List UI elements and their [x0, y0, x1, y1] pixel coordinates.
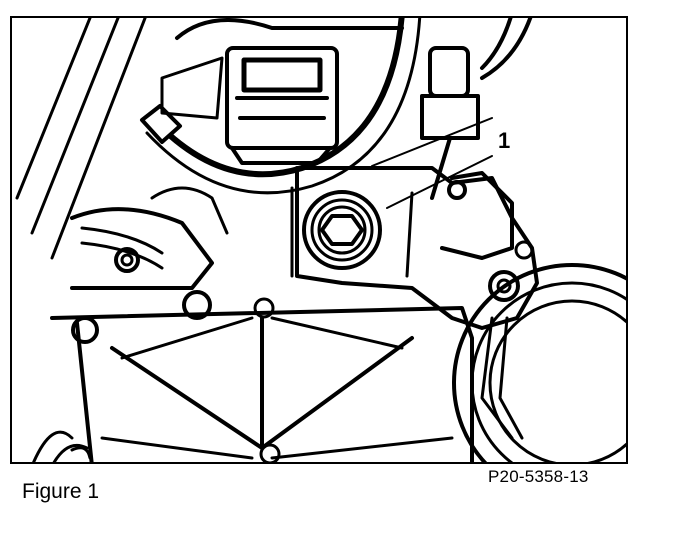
bolt: [71, 316, 99, 344]
bolt: [114, 247, 140, 273]
drain-plug-ring: [317, 205, 367, 255]
callout-number-1: 1: [498, 128, 511, 153]
bolt: [259, 443, 281, 462]
sensor-face: [241, 57, 323, 93]
valve-line: [430, 18, 533, 200]
corner-detail: [70, 446, 92, 460]
plate-rib: [100, 436, 454, 460]
drain-plug-ring: [310, 198, 374, 262]
bolt: [488, 270, 520, 302]
hose: [145, 18, 422, 195]
engine-line-drawing: [15, 18, 626, 462]
plate-rib: [120, 316, 404, 360]
bracket: [150, 186, 229, 235]
bolt: [182, 290, 212, 320]
bolt: [447, 180, 467, 200]
pulley: [470, 281, 626, 462]
right-bracket: [440, 171, 514, 260]
pulley-spoke: [480, 316, 524, 440]
rod: [290, 186, 414, 278]
engine-block: [70, 207, 214, 290]
upper-housing: [175, 18, 404, 40]
hose-connector: [140, 104, 182, 144]
bolt: [514, 240, 534, 260]
valve-cap: [428, 46, 470, 98]
callout-leader: [386, 155, 493, 209]
figure-caption: Figure 1: [22, 480, 100, 503]
pulley: [488, 299, 626, 462]
bolt: [253, 297, 275, 319]
figure-reference-code: P20-5358-13: [488, 467, 589, 486]
valve-body: [420, 94, 480, 140]
line: [80, 226, 164, 270]
drain-plug-hex: [320, 214, 364, 246]
pulley: [452, 263, 626, 462]
frame-rail: [15, 18, 147, 260]
drain-plug-ring: [302, 190, 382, 270]
lower-plate: [75, 321, 94, 462]
corner-detail: [32, 430, 89, 462]
sensor-body: [230, 96, 332, 165]
engine-illustration-frame: 1: [10, 16, 628, 464]
upper-housing: [160, 56, 224, 120]
bolt: [120, 253, 134, 267]
rod: [371, 117, 493, 167]
bolt: [496, 278, 512, 294]
